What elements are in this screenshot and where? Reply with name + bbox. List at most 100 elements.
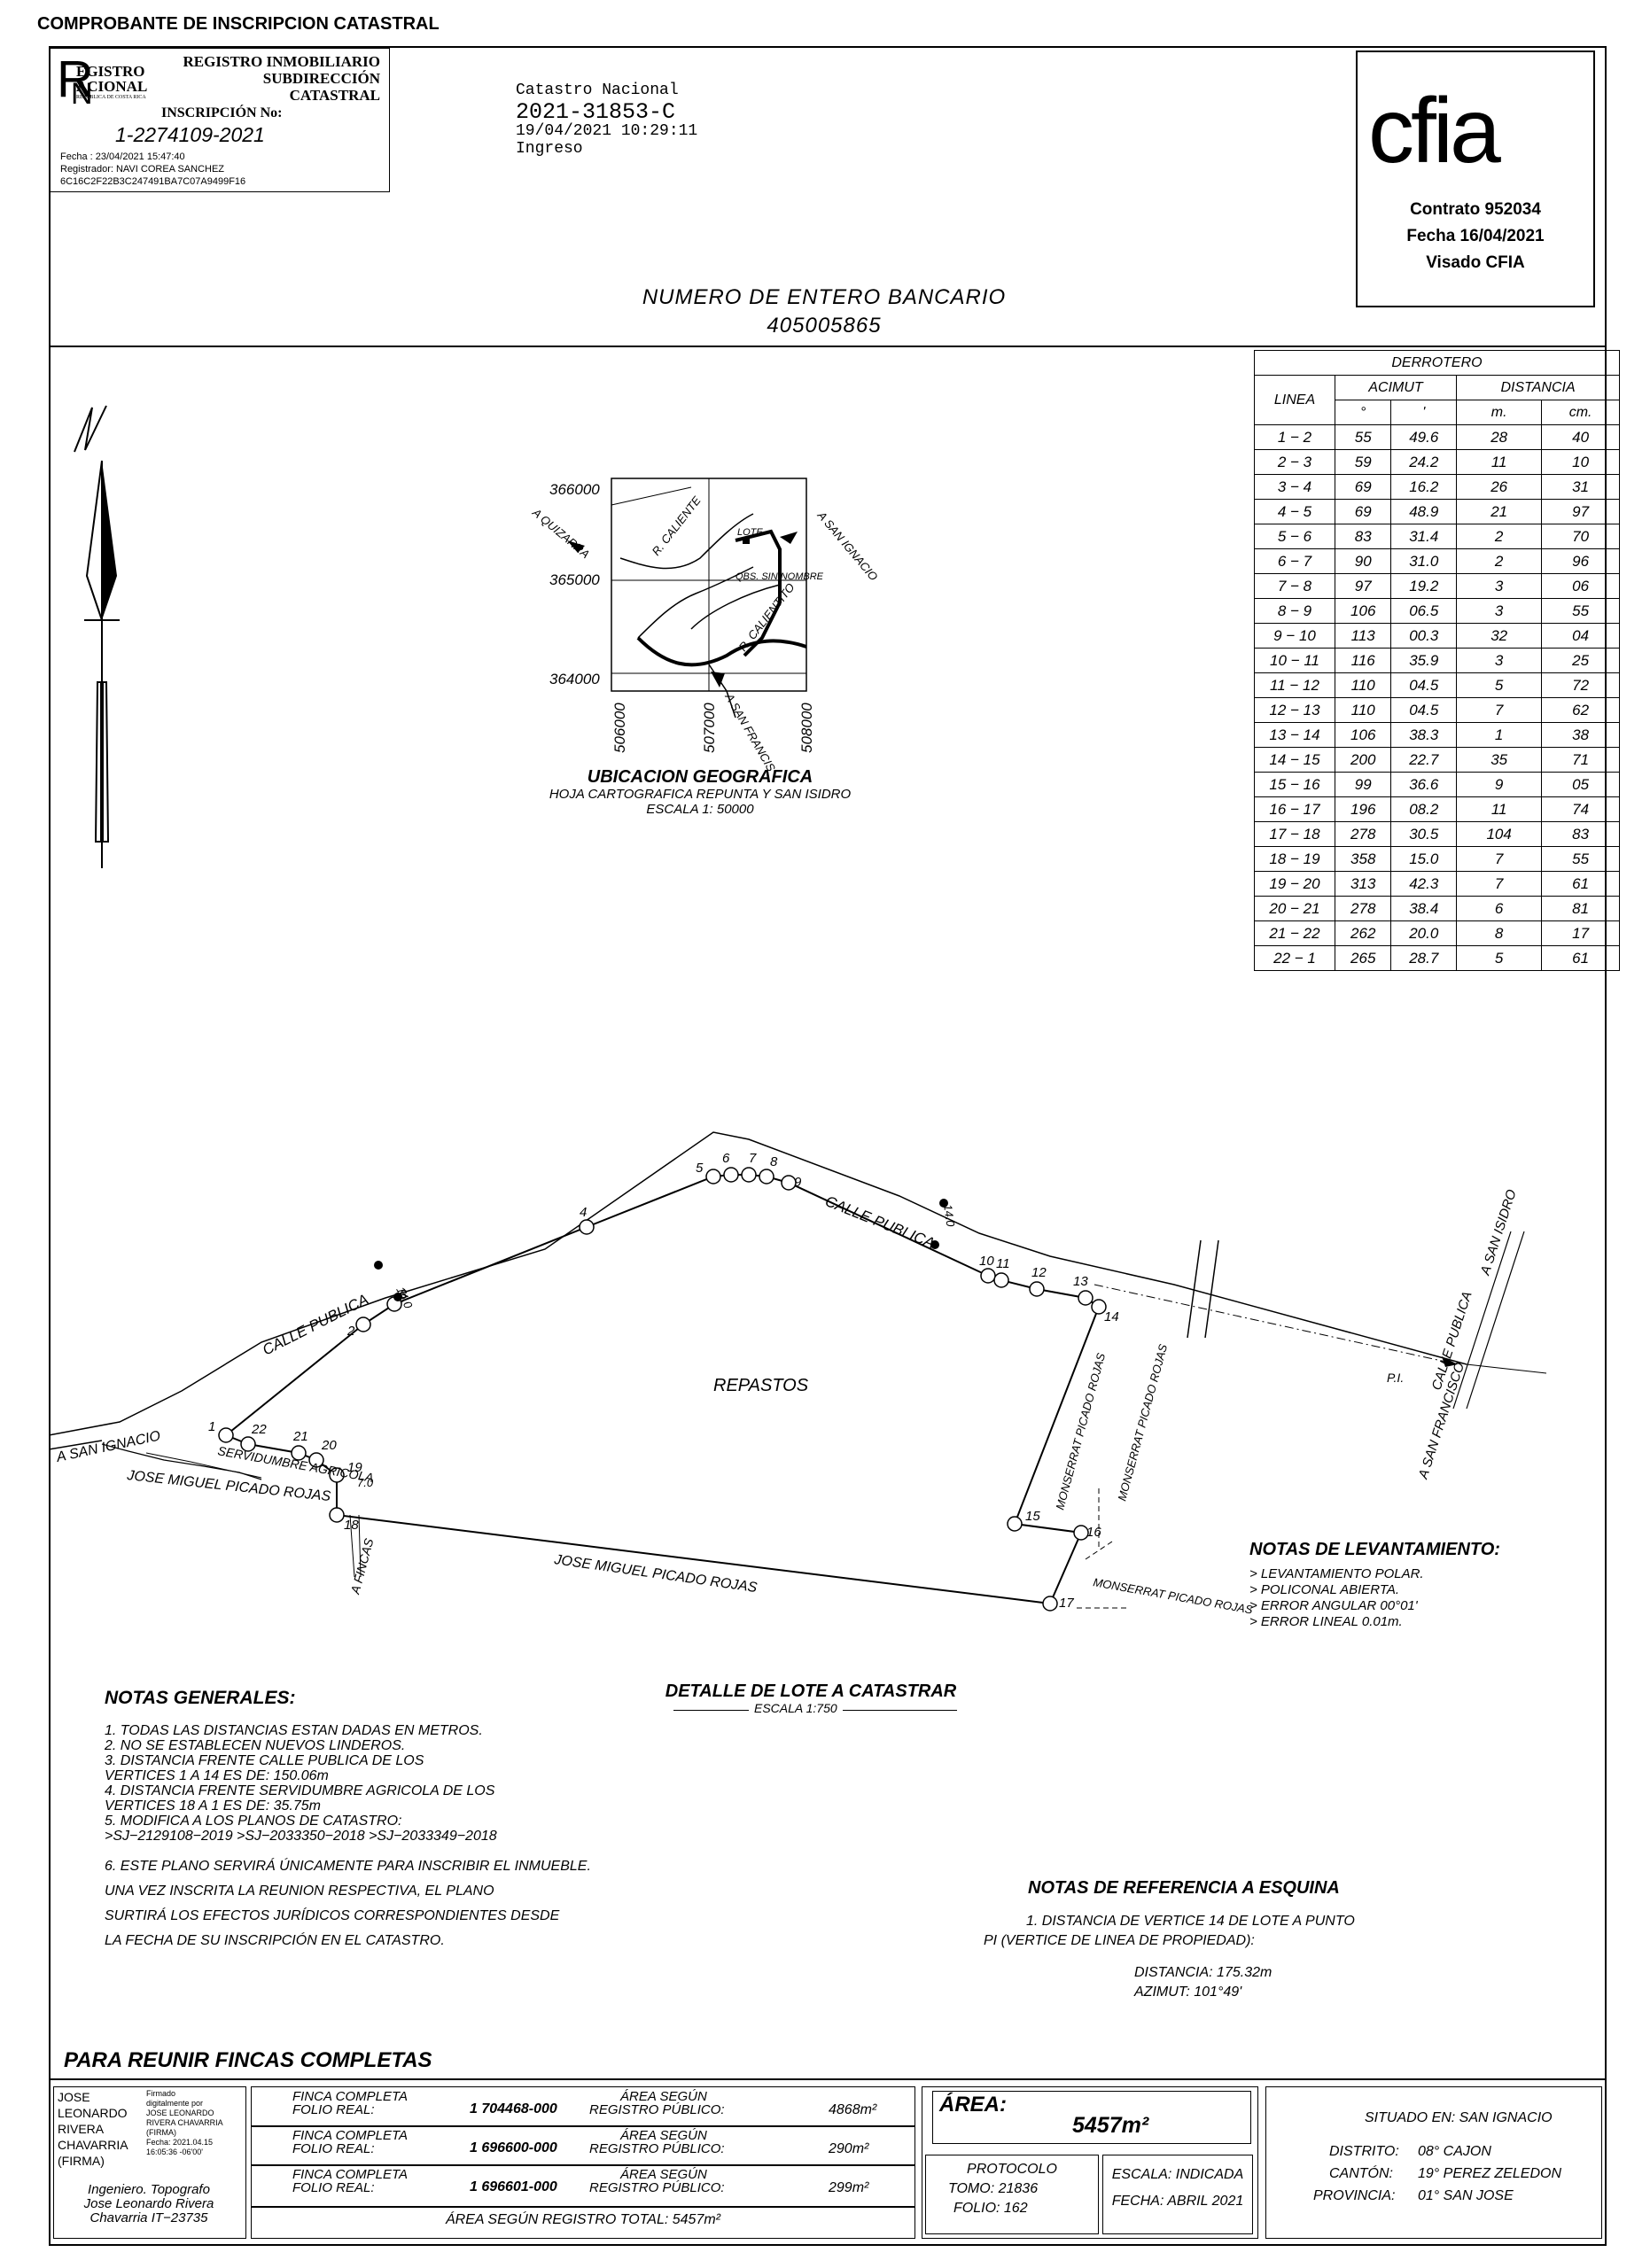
derrotero-cell: 11 [1456,796,1543,822]
derrotero-cell: 22.7 [1390,747,1458,773]
svg-text:506000: 506000 [611,703,628,753]
col-linea: LINEA [1254,375,1335,425]
canton-label: CANTÓN: [1329,2166,1393,2181]
reference-azimut: AZIMUT: 101°49' [1134,1984,1242,2000]
finca-area: 290m² [829,2141,869,2156]
bank-number: 405005865 [767,314,882,338]
derrotero-cell: 69 [1334,474,1392,500]
tomo: TOMO: 21836 [948,2181,1039,2196]
derrotero-cell: 7 [1456,697,1543,723]
svg-text:A SAN FRANCISCO: A SAN FRANCISCO [722,690,787,771]
derrotero-cell: 35 [1456,747,1543,773]
derrotero-cell: 35.9 [1390,648,1458,673]
reference-line-1: 1. DISTANCIA DE VERTICE 14 DE LOTE A PUN… [1026,1914,1355,1929]
derrotero-cell: 313 [1334,871,1392,897]
map-subtitle: HOJA CARTOGRAFICA REPUNTA Y SAN ISIDRO [549,787,852,802]
derrotero-cell: 13 − 14 [1254,722,1335,748]
derrotero-cell: 7 [1456,846,1543,872]
logo-line-3: REPÚBLICA DE COSTA RICA [76,95,146,100]
general-notes-list: 1. TODAS LAS DISTANCIAS ESTAN DADAS EN M… [105,1723,591,1953]
finca-label-2: FOLIO REAL: [292,2180,375,2195]
vertex-marker [579,1219,595,1235]
fecha: FECHA: ABRIL 2021 [1111,2194,1244,2209]
general-note: >SJ−2129108−2019 >SJ−2033350−2018 >SJ−20… [105,1829,497,1844]
general-note: 4. DISTANCIA FRENTE SERVIDUMBRE AGRICOLA… [105,1783,495,1798]
derrotero-cell: 06 [1541,573,1620,599]
protocolo-box [925,2155,1099,2234]
digital-signature: Firmado digitalmente por JOSE LEONARDO R… [146,2089,223,2157]
derrotero-cell: 59 [1334,449,1392,475]
derrotero-cell: 6 [1456,896,1543,921]
derrotero-cell: 3 − 4 [1254,474,1335,500]
derrotero-cell: 00.3 [1390,623,1458,649]
derrotero-cell: 55 [1541,598,1620,624]
svg-text:P.I.: P.I. [1387,1371,1404,1385]
sig-line: Fecha: 2021.04.15 [146,2138,214,2147]
derrotero-cell: 42.3 [1390,871,1458,897]
vertex-label: 12 [1031,1265,1047,1280]
folio: FOLIO: 162 [953,2201,1028,2216]
width-marker [930,1240,939,1249]
derrotero-cell: 20 − 21 [1254,896,1335,921]
general-note: 3. DISTANCIA FRENTE CALLE PUBLICA DE LOS [105,1753,424,1768]
general-notes-title: NOTAS GENERALES: [105,1688,296,1708]
derrotero-cell: 72 [1541,672,1620,698]
vertex-marker [1029,1281,1045,1297]
distrito-value: 08° CAJON [1418,2144,1491,2159]
derrotero-cell: 9 [1456,772,1543,797]
derrotero-cell: 74 [1541,796,1620,822]
svg-text:A SAN IGNACIO: A SAN IGNACIO [814,509,881,584]
sub-cm: cm. [1541,400,1620,425]
vertex-marker [291,1445,307,1461]
reference-line-2: PI (VERTICE DE LINEA DE PROPIEDAD): [984,1933,1255,1948]
derrotero-cell: 31.4 [1390,524,1458,549]
derrotero-cell: 1 − 2 [1254,424,1335,450]
document-title: COMPROBANTE DE INSCRIPCION CATASTRAL [37,14,440,34]
derrotero-cell: 36.6 [1390,772,1458,797]
surveyor-name-block: JOSE LEONARDO RIVERA CHAVARRIA (FIRMA) [58,2089,128,2169]
col-distancia: DISTANCIA [1456,375,1620,400]
north-arrow-icon [74,405,120,868]
derrotero-cell: 7 − 8 [1254,573,1335,599]
derrotero-cell: 71 [1541,747,1620,773]
sig-line: RIVERA CHAVARRIA [146,2118,223,2127]
general-note: 6. ESTE PLANO SERVIRÁ ÚNICAMENTE PARA IN… [105,1859,591,1874]
vertex-marker [723,1167,739,1183]
derrotero-cell: 83 [1334,524,1392,549]
derrotero-cell: 116 [1334,648,1392,673]
vertex-label: 10 [979,1254,994,1269]
derrotero-cell: 3 [1456,598,1543,624]
finca-area-label-2: REGISTRO PÚBLICO: [589,2102,725,2117]
situado-box [1265,2086,1602,2239]
vertex-label: 8 [770,1154,778,1169]
svg-text:365000: 365000 [549,571,600,588]
vertex-marker [741,1167,757,1183]
surveyor-box: JOSE LEONARDO RIVERA CHAVARRIA (FIRMA) F… [53,2086,246,2239]
derrotero-cell: 262 [1334,920,1392,946]
finca-label-2: FOLIO REAL: [292,2141,375,2156]
derrotero-cell: 61 [1541,871,1620,897]
inscripcion-label: INSCRIPCIÓN No: [161,105,283,120]
derrotero-cell: 106 [1334,598,1392,624]
derrotero-cell: 3 [1456,573,1543,599]
derrotero-cell: 55 [1541,846,1620,872]
cfia-box [1356,50,1595,307]
registro-logo-icon: R N [57,54,94,105]
derrotero-cell: 24.2 [1390,449,1458,475]
general-note: VERTICES 18 A 1 ES DE: 35.75m [105,1798,321,1814]
area-outer [922,2086,1258,2239]
surveyor-name: Jose Leonardo Rivera [83,2196,214,2211]
survey-notes-title: NOTAS DE LEVANTAMIENTO: [1249,1540,1500,1559]
vertex-marker [1073,1525,1089,1541]
vertex-label: 11 [996,1256,1010,1271]
fincas-divider [251,2206,915,2208]
